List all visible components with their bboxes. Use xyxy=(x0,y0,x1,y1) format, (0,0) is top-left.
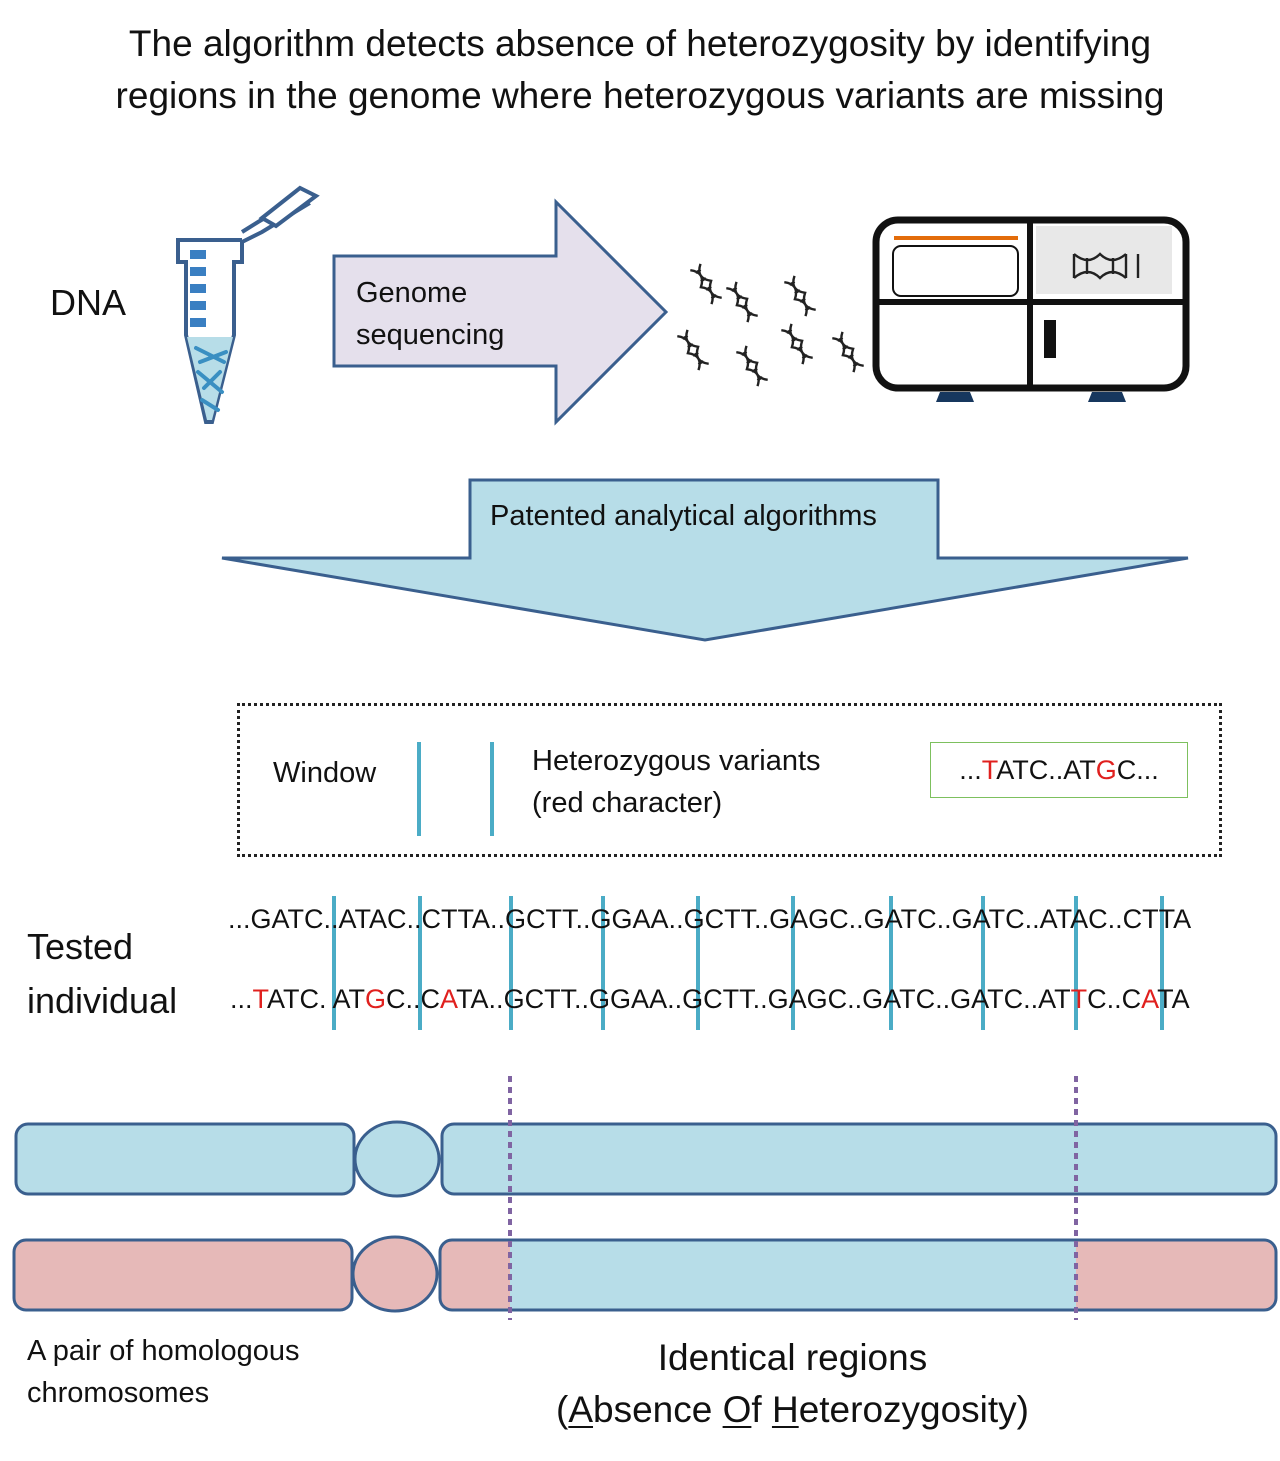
variant-character: A xyxy=(1141,984,1158,1014)
test-tube-icon xyxy=(176,185,320,424)
aoh-text: ( xyxy=(556,1389,569,1430)
dna-helix-icon xyxy=(690,263,722,305)
sequence-segment: .CTTA. xyxy=(414,904,498,934)
dna-helix-icon xyxy=(832,331,864,373)
identical-regions-line-2: (Absence Of Heterozygosity) xyxy=(540,1384,1045,1436)
dna-helix-icon xyxy=(784,275,816,317)
sequence-segment: .GGAA. xyxy=(583,904,677,934)
sequence-segment: .ATAC. xyxy=(1032,904,1116,934)
sequencing-label-line-2: sequencing xyxy=(356,319,505,351)
sequence-row-bottom: ...TATC. ATGC..CATA..GCTT..GGAA..GCTT..G… xyxy=(230,984,1190,1015)
sequence-segment: .GCTT. xyxy=(676,904,762,934)
variant-character: T xyxy=(1070,984,1088,1014)
identical-region-fill xyxy=(510,1241,1076,1309)
sequence-segment: .GCTT. xyxy=(497,904,584,934)
sequence-segment: .ATAC. xyxy=(331,904,415,934)
title-line-2: regions in the genome where heterozygous… xyxy=(115,75,1165,116)
aoh-initial: O xyxy=(722,1389,752,1430)
dna-helix-icon xyxy=(726,281,758,323)
identical-regions-line-1: Identical regions xyxy=(657,1337,928,1378)
title-line-1: The algorithm detects absence of heteroz… xyxy=(128,23,1152,64)
chromosome-bottom xyxy=(12,1235,1278,1313)
sequence-row-top: ...GATC..ATAC..CTTA..GCTT..GGAA..GCTT..G… xyxy=(228,904,1191,935)
sequence-segment: .GAGC. xyxy=(761,904,857,934)
chromosome-top xyxy=(14,1120,1278,1198)
dna-fragments-icon xyxy=(677,263,864,387)
tested-label-line-2: individual xyxy=(27,980,178,1021)
homologous-chromosomes-label: A pair of homologous chromosomes xyxy=(27,1330,299,1414)
identical-regions-label: Identical regions (Absence Of Heterozygo… xyxy=(540,1332,1045,1436)
sequencing-arrow-label: Genome sequencing xyxy=(356,272,504,356)
sequence-segment: TA..GCTT..GGAA..GCTT..GAGC..GATC..GATC..… xyxy=(456,984,1071,1014)
sequencing-label-line-1: Genome xyxy=(356,277,468,309)
sequence-window-lines xyxy=(332,896,1164,1030)
sequence-segment: ATC. AT xyxy=(267,984,366,1014)
sequence-segment: ATC..AT xyxy=(996,755,1096,785)
homologous-label-line-2: chromosomes xyxy=(27,1377,210,1409)
sequence-segment: C..C xyxy=(386,984,441,1014)
sequencer-machine-icon xyxy=(872,216,1190,402)
homologous-label-line-1: A pair of homologous xyxy=(27,1335,300,1367)
aoh-initial: A xyxy=(568,1389,594,1430)
variant-character: G xyxy=(1095,755,1117,785)
aoh-text: bsence xyxy=(593,1389,723,1430)
tested-label-line-1: Tested xyxy=(27,926,134,967)
sequencing-arrow xyxy=(332,198,669,426)
sequence-segment: TA xyxy=(1157,984,1190,1014)
variant-character: T xyxy=(252,984,268,1014)
dna-helix-icon xyxy=(736,345,768,387)
legend-variants-label: Heterozygous variants (red character) xyxy=(532,740,821,824)
algorithm-arrow-label: Patented analytical algorithms xyxy=(490,500,877,532)
dna-helix-icon xyxy=(677,329,709,371)
sequence-segment: .GATC. xyxy=(856,904,945,934)
sequence-segment: ... xyxy=(230,984,253,1014)
legend-window-label: Window xyxy=(273,757,377,789)
diagram-title: The algorithm detects absence of heteroz… xyxy=(0,18,1280,122)
aoh-initial: H xyxy=(771,1389,799,1430)
dna-helix-icon xyxy=(781,323,813,365)
variant-character: T xyxy=(981,755,997,785)
variant-character: G xyxy=(365,984,387,1014)
legend-variants-line-2: (red character) xyxy=(532,787,723,819)
sequence-segment: .GATC. xyxy=(944,904,1033,934)
tested-individual-label: Tested individual xyxy=(27,920,177,1028)
sequence-segment: ...GATC. xyxy=(228,904,332,934)
algorithm-arrow xyxy=(221,478,1189,642)
legend-example-sequence: ...TATC..ATGC... xyxy=(930,742,1188,798)
aoh-text: f xyxy=(751,1389,772,1430)
sequence-segment: .CTTA xyxy=(1115,904,1192,934)
sequence-segment: ... xyxy=(959,755,982,785)
aoh-text: eterozygosity) xyxy=(798,1389,1029,1430)
legend-box xyxy=(237,703,1222,857)
sequence-segment: C... xyxy=(1116,755,1159,785)
sequence-segment: C..C xyxy=(1087,984,1142,1014)
dna-label: DNA xyxy=(50,282,127,323)
variant-character: A xyxy=(440,984,457,1014)
legend-variants-line-1: Heterozygous variants xyxy=(532,745,821,777)
